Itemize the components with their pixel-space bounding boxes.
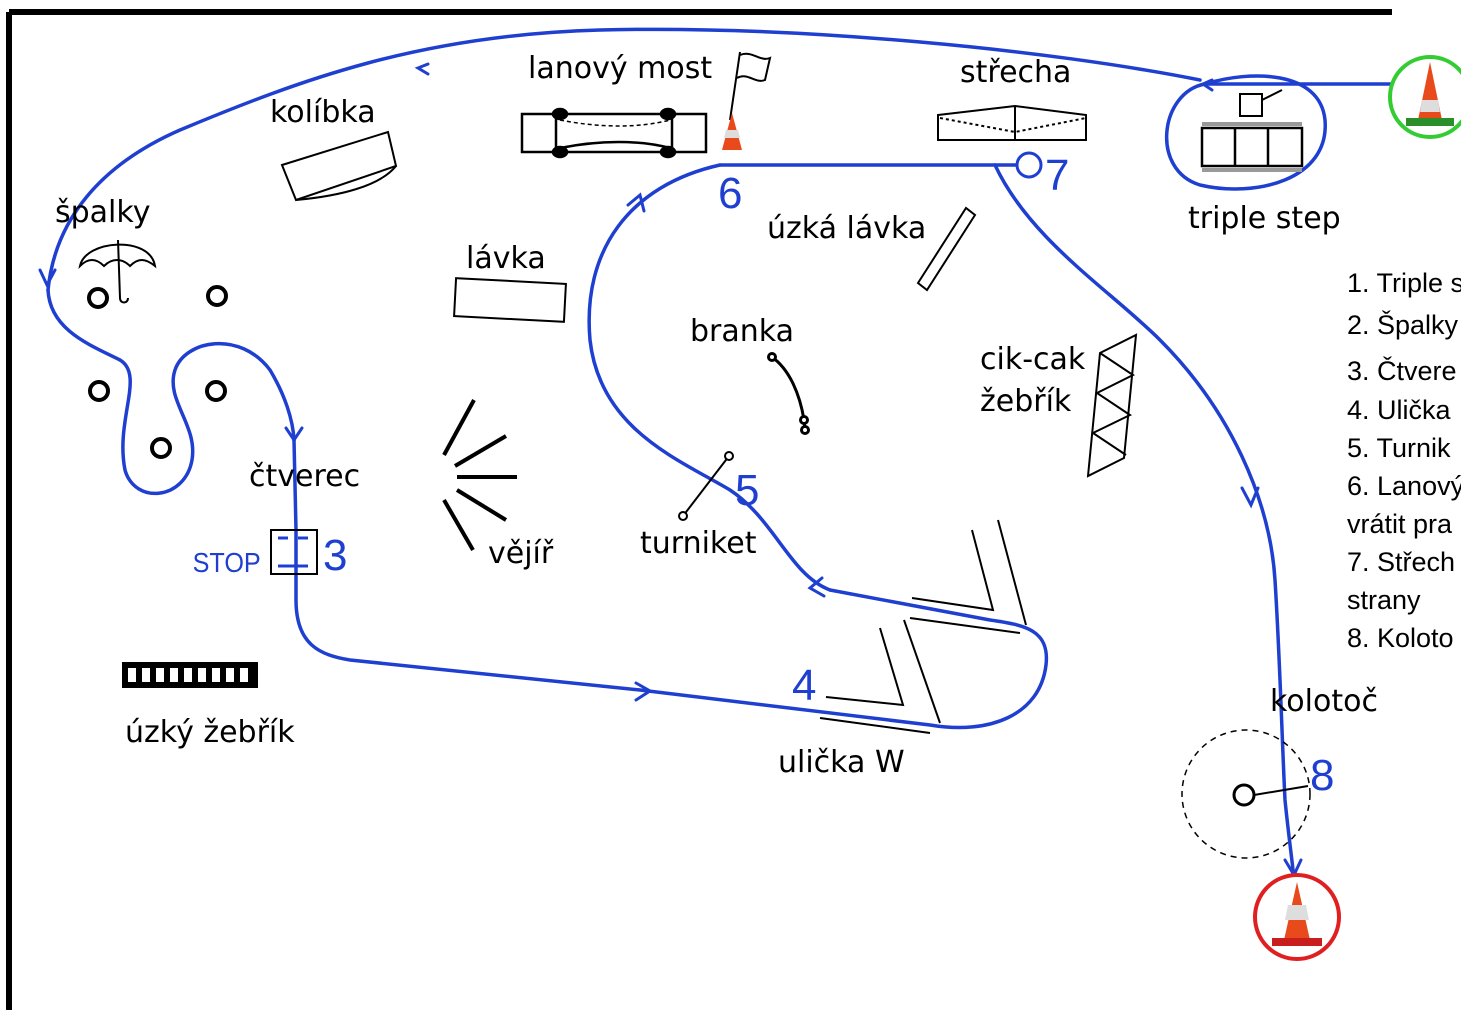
station-7-marker	[1015, 151, 1043, 179]
label-lavka: lávka	[466, 241, 546, 276]
station-number-5: 5	[735, 466, 759, 515]
narrow-beam-icon	[916, 206, 977, 292]
label-uzky-zebrik: úzký žebřík	[125, 715, 295, 750]
legend-item: vrátit pra	[1347, 509, 1453, 539]
station-number-7: 7	[1045, 151, 1069, 200]
station-number-3: 3	[323, 531, 347, 580]
flag-icon	[729, 51, 772, 121]
station-number-8: 8	[1310, 751, 1334, 800]
rope-bridge-icon	[520, 107, 708, 159]
label-kolibka: kolíbka	[270, 95, 376, 130]
narrow-ladder-icon	[122, 662, 258, 688]
legend-item: 1. Triple s	[1347, 268, 1461, 298]
roof-icon	[937, 104, 1087, 141]
umbrella-icon	[78, 239, 157, 304]
label-spalky: špalky	[55, 195, 150, 230]
label-vejir: vějíř	[488, 536, 554, 571]
label-lanovy-most: lanový most	[528, 51, 712, 86]
label-kolotoc: kolotoč	[1270, 684, 1378, 719]
stump-markers	[87, 285, 228, 459]
route-path	[38, 27, 1392, 879]
station-number-6: 6	[718, 169, 742, 218]
turnstile-icon	[678, 451, 734, 521]
carousel-icon	[1181, 729, 1311, 859]
start-cone-icon	[1388, 55, 1461, 139]
legend-item: 6. Lanový	[1347, 471, 1461, 501]
legend-item: 7. Střech	[1347, 547, 1455, 577]
w-alley-icon	[819, 519, 1027, 734]
label-ctverec: čtverec	[249, 459, 360, 494]
station-number-4: 4	[792, 661, 816, 710]
legend: 1. Triple s 2. Špalky 3. Čtvere 4. Uličk…	[1347, 268, 1461, 653]
arena-border	[6, 9, 1392, 1010]
label-cik-cak: cik-cak	[980, 342, 1086, 377]
legend-item: strany	[1347, 585, 1421, 615]
zigzag-ladder-icon	[1086, 333, 1138, 478]
fan-icon	[442, 399, 517, 552]
gate-icon	[767, 352, 810, 435]
label-turniket: turniket	[640, 526, 757, 561]
label-uzka-lavka: úzká lávka	[767, 211, 926, 246]
label-ulicka-w: ulička W	[778, 745, 905, 780]
square-box-icon	[270, 529, 318, 575]
legend-item: 4. Ulička	[1347, 395, 1452, 425]
label-stop: STOP	[193, 547, 261, 579]
label-strecha: střecha	[960, 55, 1071, 90]
cone-icon	[722, 113, 742, 150]
label-branka: branka	[690, 314, 794, 349]
legend-item: 5. Turnik	[1347, 433, 1451, 463]
finish-cone-icon	[1253, 873, 1341, 961]
legend-item: 3. Čtvere	[1347, 355, 1457, 386]
legend-item: 8. Koloto	[1347, 623, 1454, 653]
bench-icon	[453, 277, 567, 323]
cradle-icon	[280, 130, 398, 202]
triple-step-icon	[1200, 89, 1304, 172]
legend-item: 2. Špalky	[1347, 309, 1459, 340]
label-triple-step: triple step	[1188, 201, 1341, 236]
label-zebrik: žebřík	[980, 384, 1072, 419]
